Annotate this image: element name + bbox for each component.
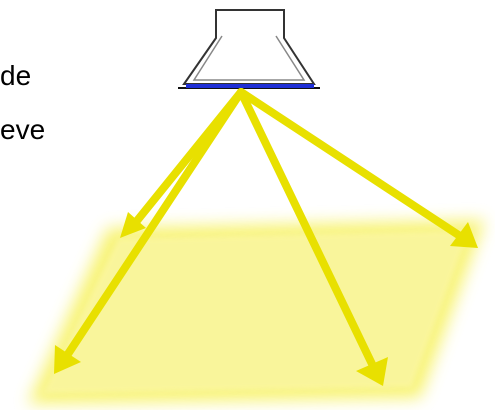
- ceiling-lamp-icon: [178, 10, 320, 88]
- lamp-lens: [186, 84, 314, 88]
- lamp-shade: [184, 10, 314, 84]
